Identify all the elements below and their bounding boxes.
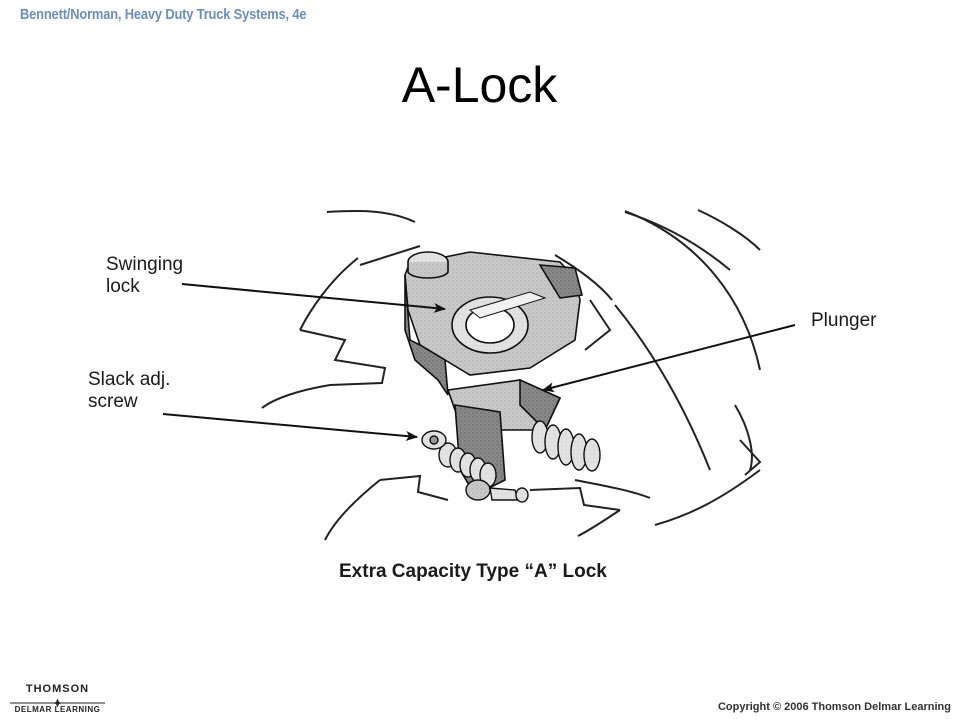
logo-delmar-text: DELMAR LEARNING bbox=[14, 705, 101, 714]
logo-thomson-text: THOMSON bbox=[25, 683, 90, 695]
plunger-leader bbox=[542, 324, 796, 393]
source-header: Bennett/Norman, Heavy Duty Truck Systems… bbox=[20, 6, 307, 23]
screw-part bbox=[421, 430, 529, 503]
slack-adj-screw-leader bbox=[162, 413, 418, 441]
copyright-notice: Copyright © 2006 Thomson Delmar Learning bbox=[717, 701, 951, 713]
leader-lines bbox=[162, 283, 796, 441]
swinging-lock-label-line1: Swinging bbox=[106, 254, 184, 275]
slide-title: A-Lock bbox=[401, 57, 558, 113]
swinging-lock-part bbox=[404, 251, 584, 396]
swinging-lock-label-line2: lock bbox=[106, 276, 140, 297]
slack-adj-screw-label-line2: screw bbox=[88, 391, 138, 412]
housing-outline bbox=[261, 209, 762, 541]
figure-caption: Extra Capacity Type “A” Lock bbox=[339, 561, 607, 582]
swinging-lock-label: Swinging lock bbox=[106, 254, 183, 298]
logo-star-icon bbox=[10, 695, 105, 708]
swinging-lock-leader bbox=[181, 283, 446, 313]
slack-adj-screw-label-line1: Slack adj. bbox=[88, 369, 171, 390]
plunger-label: Plunger bbox=[811, 310, 877, 331]
publisher-logo: THOMSON DELMAR LEARNING bbox=[10, 683, 105, 714]
slack-adj-screw-label: Slack adj. screw bbox=[88, 369, 170, 413]
